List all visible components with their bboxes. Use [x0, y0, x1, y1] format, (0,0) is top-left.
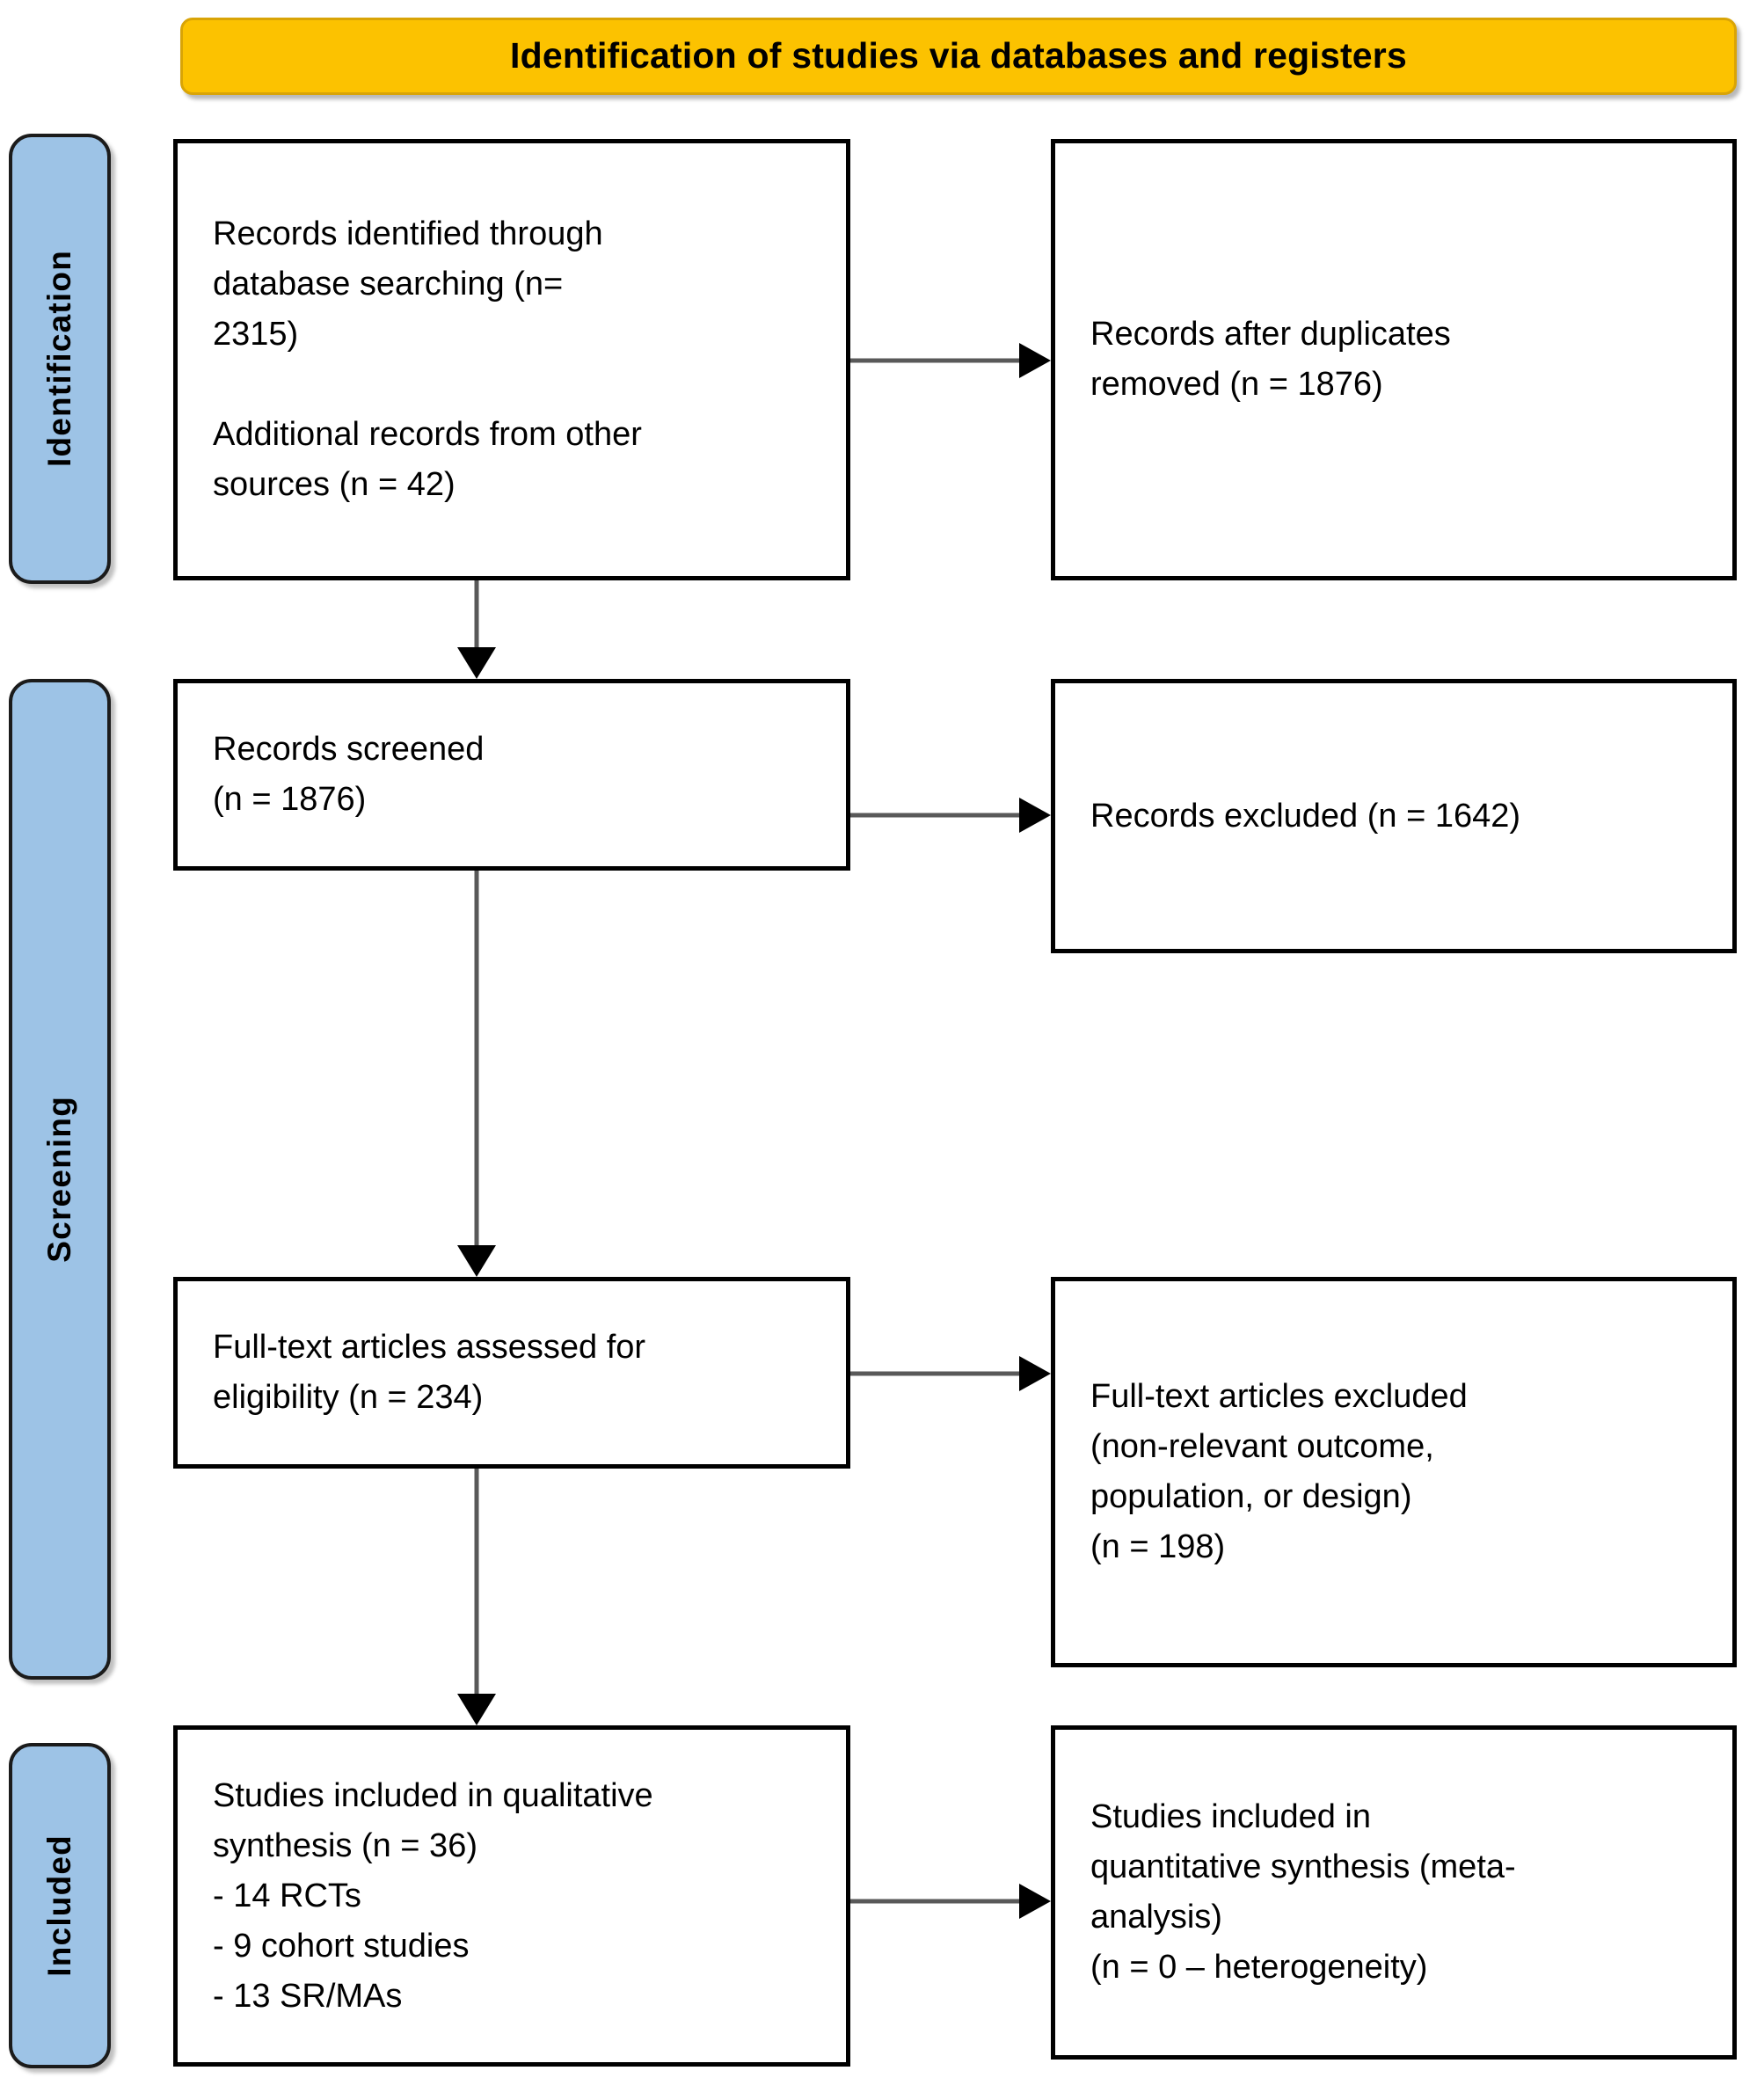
arrow-down-icon-fulltext-to-qualitative: [457, 1469, 496, 1725]
arrow-shaft: [474, 871, 479, 1247]
arrow-right-icon-screened-to-excluded: [850, 796, 1051, 835]
box-records-screened-text: Records screened (n = 1876): [213, 731, 485, 818]
box-studies-qualitative-synthesis: Studies included in qualitative synthesi…: [173, 1725, 850, 2067]
box-fulltext-excluded-text: Full-text articles excluded (non-relevan…: [1090, 1378, 1468, 1565]
arrow-head: [457, 1245, 496, 1277]
arrow-head: [1019, 343, 1051, 378]
box-records-after-duplicates-removed: Records after duplicates removed (n = 18…: [1051, 139, 1737, 580]
stage-label-included: Included: [9, 1743, 111, 2068]
arrow-shaft: [850, 813, 1021, 818]
arrow-shaft: [474, 580, 479, 649]
box-fulltext-excluded: Full-text articles excluded (non-relevan…: [1051, 1277, 1737, 1667]
arrow-right-icon-identified-to-duplicates: [850, 341, 1051, 380]
arrow-right-icon-qualitative-to-quantitative: [850, 1882, 1051, 1921]
arrow-head: [1019, 1884, 1051, 1919]
arrow-head: [457, 1694, 496, 1725]
box-records-excluded: Records excluded (n = 1642): [1051, 679, 1737, 953]
arrow-down-icon-screened-to-fulltext: [457, 871, 496, 1277]
arrow-head: [1019, 798, 1051, 833]
diagram-header-banner: Identification of studies via databases …: [180, 18, 1737, 95]
stage-screening-text: Screening: [41, 1096, 77, 1263]
stage-label-screening: Screening: [9, 679, 111, 1680]
arrow-head: [457, 647, 496, 679]
box-records-excluded-text: Records excluded (n = 1642): [1090, 797, 1521, 835]
box-studies-qualitative-synthesis-text: Studies included in qualitative synthesi…: [213, 1776, 653, 2015]
box-studies-quantitative-synthesis-text: Studies included in quantitative synthes…: [1090, 1798, 1516, 1986]
box-records-after-duplicates-removed-text: Records after duplicates removed (n = 18…: [1090, 316, 1451, 403]
arrow-head: [1019, 1356, 1051, 1391]
arrow-shaft: [474, 1469, 479, 1695]
arrow-shaft: [850, 358, 1021, 363]
stage-label-identification: Identification: [9, 134, 111, 584]
stage-identification-text: Identification: [41, 250, 77, 468]
box-fulltext-assessed: Full-text articles assessed for eligibil…: [173, 1277, 850, 1469]
box-studies-quantitative-synthesis: Studies included in quantitative synthes…: [1051, 1725, 1737, 2060]
box-records-identified-text: Records identified through database sear…: [213, 215, 642, 503]
page-title: Identification of studies via databases …: [510, 35, 1407, 77]
box-records-screened: Records screened (n = 1876): [173, 679, 850, 871]
box-fulltext-assessed-text: Full-text articles assessed for eligibil…: [213, 1329, 646, 1416]
box-records-identified: Records identified through database sear…: [173, 139, 850, 580]
stage-included-text: Included: [41, 1834, 77, 1977]
arrow-down-icon-identified-to-screened: [457, 580, 496, 679]
arrow-right-icon-fulltext-to-excluded: [850, 1354, 1051, 1393]
arrow-shaft: [850, 1371, 1021, 1376]
arrow-shaft: [850, 1899, 1021, 1904]
